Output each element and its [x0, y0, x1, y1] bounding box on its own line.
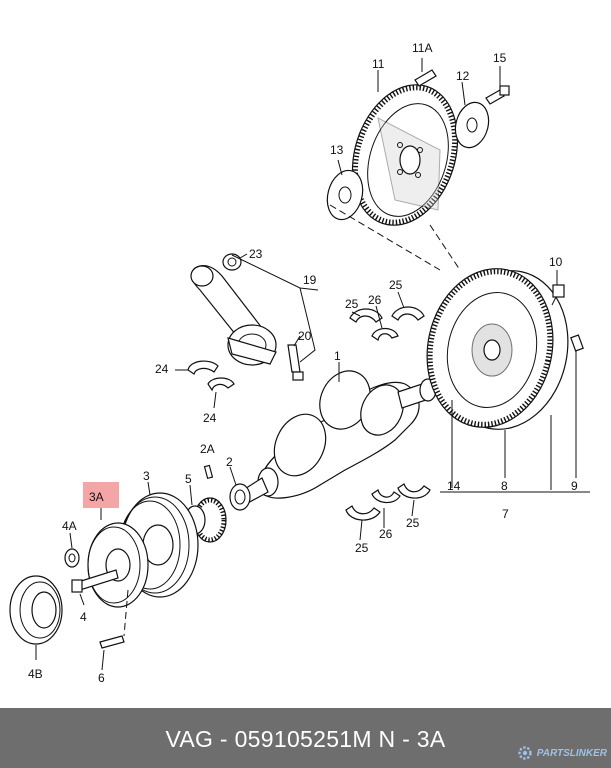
gear-2 [229, 483, 251, 511]
main-bearing-shells-top [349, 306, 425, 341]
callout-4a: 4A [62, 519, 77, 533]
pin-2a [203, 464, 214, 480]
callout-7: 7 [502, 507, 509, 521]
callout-25-bottom-a: 25 [406, 516, 420, 530]
part-number-caption: VAG - 059105251M N - 3A [165, 726, 446, 752]
footer-bar: VAG - 059105251M N - 3A PARTSLINKER [0, 708, 611, 768]
callout-15: 15 [493, 51, 507, 65]
washer-4a [64, 548, 80, 568]
brand-text: PARTSLINKER [536, 747, 607, 759]
main-bearing-shells-bottom [345, 483, 431, 521]
highlight-box-3a [83, 482, 119, 508]
callout-9: 9 [571, 479, 578, 493]
callout-2a: 2A [200, 442, 215, 456]
washer-plate-12 [454, 101, 490, 149]
connecting-rod [190, 264, 277, 366]
callout-11: 11 [372, 57, 385, 71]
callout-4: 4 [80, 610, 87, 624]
callout-20: 20 [298, 329, 312, 343]
callout-3: 3 [143, 469, 150, 483]
bolt-11a [414, 69, 437, 87]
flexplate [351, 84, 459, 226]
washer-plate-13 [326, 169, 364, 221]
callout-3a: 3A [89, 490, 104, 504]
callout-1: 1 [334, 349, 341, 363]
callout-6: 6 [98, 671, 105, 685]
bolt-6 [99, 589, 129, 649]
brand-logo: PARTSLINKER [516, 744, 607, 762]
bolt-10 [551, 284, 565, 306]
callout-26-top: 26 [368, 293, 382, 307]
callout-13: 13 [330, 143, 344, 157]
callout-25-top-a: 25 [345, 297, 359, 311]
callout-25-bottom-b: 25 [355, 541, 369, 555]
callout-25-top-b: 25 [389, 278, 403, 292]
callout-24-bottom: 24 [203, 411, 217, 425]
crankshaft [239, 370, 437, 505]
callout-8: 8 [501, 479, 508, 493]
pulley-4b [9, 575, 63, 645]
leader-lines [35, 58, 558, 671]
bushing-23 [222, 253, 242, 271]
bearing-shells-24 [187, 360, 235, 392]
callout-4b: 4B [28, 667, 43, 681]
pin-9 [570, 334, 584, 352]
bolt-4 [71, 569, 119, 593]
vibration-damper-3a [87, 522, 149, 608]
flywheel [426, 268, 569, 430]
callout-26-bottom: 26 [379, 527, 393, 541]
gear-icon [518, 746, 532, 760]
rod-bolt-20 [287, 344, 304, 381]
bolt-15 [485, 85, 510, 105]
callout-11a: 11A [412, 41, 432, 55]
callout-12: 12 [456, 69, 470, 83]
callout-14: 14 [447, 479, 461, 493]
callout-19: 19 [303, 273, 317, 287]
exploded-parts-diagram: 11A 11 15 12 13 23 19 10 25 26 25 20 1 2… [9, 41, 590, 685]
callout-10: 10 [549, 255, 563, 269]
callout-24-left: 24 [155, 362, 169, 376]
callout-5: 5 [185, 472, 192, 486]
callout-23: 23 [249, 247, 263, 261]
callout-2: 2 [226, 455, 233, 469]
